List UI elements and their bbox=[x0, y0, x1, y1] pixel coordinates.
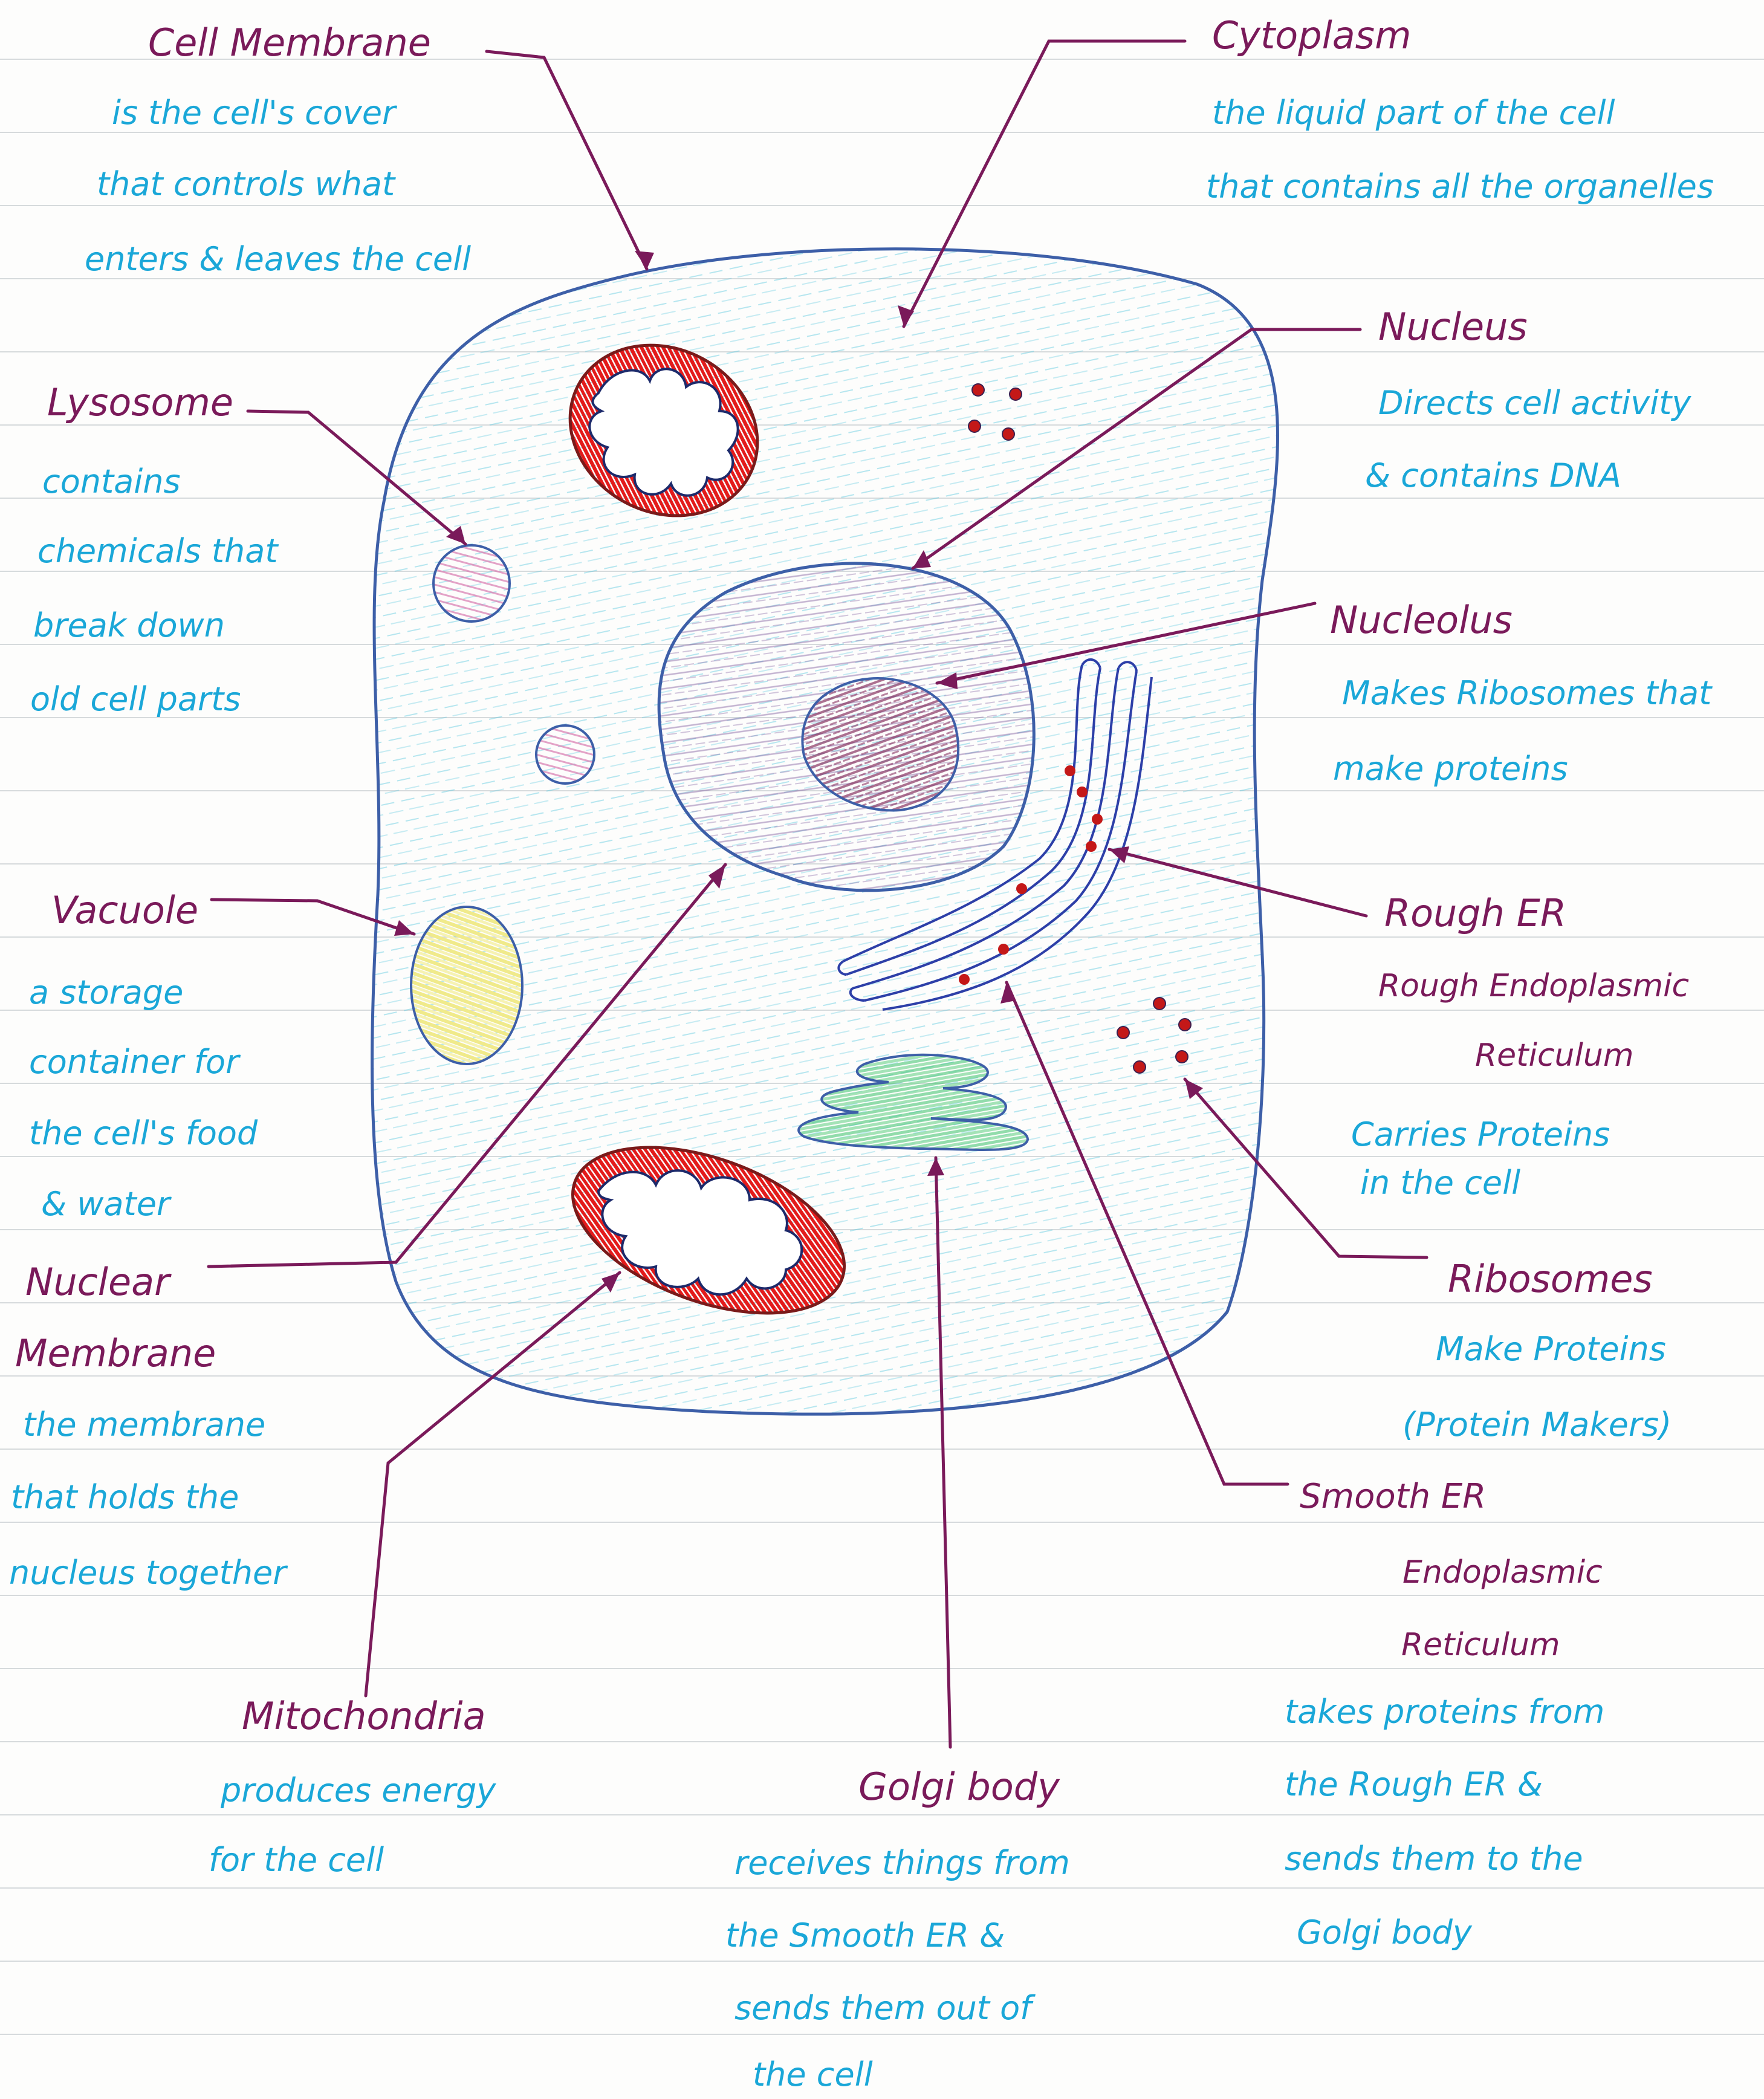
lysosome-large bbox=[433, 545, 510, 621]
cytoplasm-desc-1: the liquid part of the cell bbox=[1212, 97, 1615, 129]
mitochondria-desc-1: produces energy bbox=[221, 1774, 496, 1807]
vacuole bbox=[411, 907, 522, 1064]
nucleus-title: Nucleus bbox=[1378, 308, 1528, 346]
vacuole-desc-2: container for bbox=[29, 1046, 239, 1079]
cytoplasm-desc-2: that contains all the organelles bbox=[1206, 170, 1714, 203]
cell-membrane-desc-2: that controls what bbox=[97, 168, 395, 201]
cell-membrane-desc-3: enters & leaves the cell bbox=[85, 243, 471, 276]
nucleus-desc-1: Directs cell activity bbox=[1378, 387, 1691, 420]
golgi-desc-3: sends them out of bbox=[734, 1992, 1031, 2025]
nuclear-membrane-title-2: Membrane bbox=[15, 1335, 216, 1372]
smooth-er-desc-3: sends them to the bbox=[1285, 1843, 1583, 1875]
vacuole-desc-3: the cell's food bbox=[29, 1117, 258, 1150]
smooth-er-title: Smooth ER bbox=[1300, 1480, 1486, 1514]
lysosome-desc-4: old cell parts bbox=[30, 683, 241, 716]
cell-membrane-desc-1: is the cell's cover bbox=[112, 97, 395, 129]
rough-er-desc-2: in the cell bbox=[1360, 1167, 1520, 1199]
nucleolus-desc-1: Makes Ribosomes that bbox=[1342, 677, 1711, 710]
lysosome-desc-3: break down bbox=[33, 609, 225, 642]
vacuole-desc-1: a storage bbox=[29, 976, 183, 1009]
ribosomes-desc-2: (Protein Makers) bbox=[1402, 1409, 1672, 1441]
nuclear-membrane-desc-3: nucleus together bbox=[9, 1557, 286, 1589]
smooth-er-desc-1: takes proteins from bbox=[1285, 1696, 1604, 1728]
golgi-desc-1: receives things from bbox=[734, 1847, 1070, 1880]
vacuole-title: Vacuole bbox=[51, 892, 198, 929]
smooth-er-desc-4: Golgi body bbox=[1297, 1916, 1472, 1949]
nucleolus-title: Nucleolus bbox=[1330, 602, 1513, 639]
nucleolus-desc-2: make proteins bbox=[1333, 753, 1568, 785]
golgi-desc-2: the Smooth ER & bbox=[725, 1919, 1005, 1952]
ribosomes-desc-1: Make Proteins bbox=[1436, 1333, 1666, 1366]
ribosomes-title: Ribosomes bbox=[1448, 1260, 1653, 1298]
golgi-title: Golgi body bbox=[858, 1768, 1060, 1806]
nuclear-membrane-title-1: Nuclear bbox=[25, 1264, 170, 1301]
vacuole-desc-4: & water bbox=[41, 1188, 170, 1221]
pointer-cell-membrane bbox=[487, 51, 647, 269]
nucleus-desc-2: & contains DNA bbox=[1365, 459, 1621, 492]
mitochondria-title: Mitochondria bbox=[242, 1698, 486, 1735]
smooth-er-desc-2: the Rough ER & bbox=[1285, 1768, 1543, 1801]
golgi-desc-4: the cell bbox=[753, 2058, 873, 2091]
lysosome-desc-1: contains bbox=[42, 466, 181, 498]
lysosome-small bbox=[536, 725, 594, 783]
rough-er-subtitle-1: Rough Endoplasmic bbox=[1378, 970, 1689, 1002]
cell-membrane-title: Cell Membrane bbox=[148, 24, 431, 62]
rough-er-desc-1: Carries Proteins bbox=[1351, 1118, 1610, 1151]
nuclear-membrane-desc-1: the membrane bbox=[23, 1409, 265, 1441]
smooth-er-subtitle-2: Reticulum bbox=[1401, 1629, 1560, 1661]
cytoplasm-title: Cytoplasm bbox=[1212, 17, 1412, 54]
rough-er-subtitle-2: Reticulum bbox=[1475, 1040, 1634, 1071]
cell bbox=[372, 249, 1278, 1414]
lysosome-desc-2: chemicals that bbox=[37, 535, 278, 568]
lysosome-title: Lysosome bbox=[47, 384, 233, 421]
nuclear-membrane-desc-2: that holds the bbox=[11, 1481, 239, 1514]
rough-er-title: Rough ER bbox=[1384, 895, 1566, 932]
mitochondria-desc-2: for the cell bbox=[209, 1844, 384, 1877]
smooth-er-subtitle-1: Endoplasmic bbox=[1402, 1557, 1603, 1588]
